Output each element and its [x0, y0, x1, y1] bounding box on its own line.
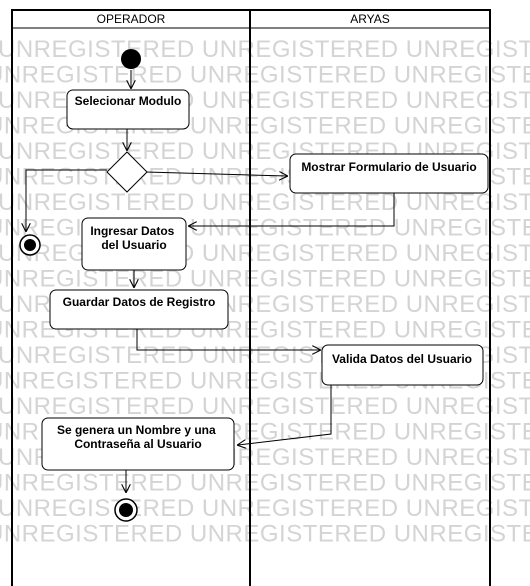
- watermark-text: UNREGISTERED UNREGISTERED UNREGISTERED U…: [0, 521, 530, 548]
- svg-text:Guardar Datos de Registro: Guardar Datos de Registro: [63, 295, 216, 309]
- watermark-text: UNREGISTERED UNREGISTERED UNREGISTERED U…: [0, 495, 530, 522]
- flow-mostrar-to-ingresar: [189, 193, 395, 226]
- svg-text:Selecionar Modulo: Selecionar Modulo: [75, 94, 182, 108]
- action-selecionar-modulo: Selecionar Modulo: [66, 89, 190, 130]
- flow-decision-to-mostrar: [145, 172, 287, 176]
- watermark-text: UNREGISTERED UNREGISTERED UNREGISTERED U…: [0, 215, 530, 242]
- action-mostrar-formulario: Mostrar Formulario de Usuario: [289, 153, 489, 194]
- svg-text:Ingresar Datos del Usuar: Ingresar Datos del Usuario: [90, 224, 177, 252]
- action-mostrar-formulario-label: Mostrar Formulario de Usuario: [301, 160, 476, 174]
- action-ingresar-datos-line-2: del Usuario: [101, 238, 166, 252]
- action-guardar-datos-label: Guardar Datos de Registro: [63, 295, 216, 309]
- svg-text:Valida Datos del Usuario: Valida Datos del Usuario: [332, 352, 472, 366]
- final-node-1: [19, 234, 41, 256]
- action-guardar-datos: Guardar Datos de Registro: [49, 289, 229, 330]
- watermark-text: UNREGISTERED UNREGISTERED UNREGISTERED U…: [0, 266, 530, 293]
- swimlane-aryas: ARYAS: [249, 9, 491, 586]
- action-genera-credenciales-line-1: Se genera un Nombre y una: [57, 423, 216, 437]
- swimlane-title-operador: OPERADOR: [97, 12, 166, 26]
- flow-valida-to-genera: [238, 385, 332, 445]
- watermark-text: UNREGISTERED UNREGISTERED UNREGISTERED U…: [0, 470, 530, 497]
- svg-text:Mostrar Formulario de Usuario: Mostrar Formulario de Usuario: [301, 160, 476, 174]
- flow-connectors: [26, 70, 395, 492]
- action-valida-datos: Valida Datos del Usuario: [321, 344, 484, 386]
- swimlane-title-aryas: ARYAS: [350, 12, 390, 26]
- action-genera-credenciales: Se genera un Nombre y una Contraseña al …: [41, 417, 235, 471]
- flow-guardar-to-valida: [136, 329, 320, 350]
- watermark-text: UNREGISTERED UNREGISTERED UNREGISTERED U…: [0, 36, 530, 63]
- watermark-text: UNREGISTERED UNREGISTERED UNREGISTERED U…: [0, 62, 530, 89]
- watermark-text: UNREGISTERED UNREGISTERED UNREGISTERED U…: [0, 393, 530, 420]
- watermark-text: UNREGISTERED UNREGISTERED UNREGISTERED U…: [0, 240, 530, 267]
- action-selecionar-modulo-label: Selecionar Modulo: [75, 94, 182, 108]
- action-ingresar-datos-line-1: Ingresar Datos: [90, 224, 174, 238]
- action-genera-credenciales-line-2: Contraseña al Usuario: [74, 437, 201, 451]
- decision-node: [106, 151, 148, 193]
- initial-node: [121, 49, 141, 69]
- svg-text:Se genera un Nombre y una: Se genera un Nombre y una Contraseña al …: [57, 423, 219, 451]
- final-node-2: [114, 498, 138, 522]
- flow-decision-to-end1: [26, 169, 107, 231]
- action-ingresar-datos: Ingresar Datos del Usuario: [81, 217, 187, 271]
- action-valida-datos-label: Valida Datos del Usuario: [332, 352, 472, 366]
